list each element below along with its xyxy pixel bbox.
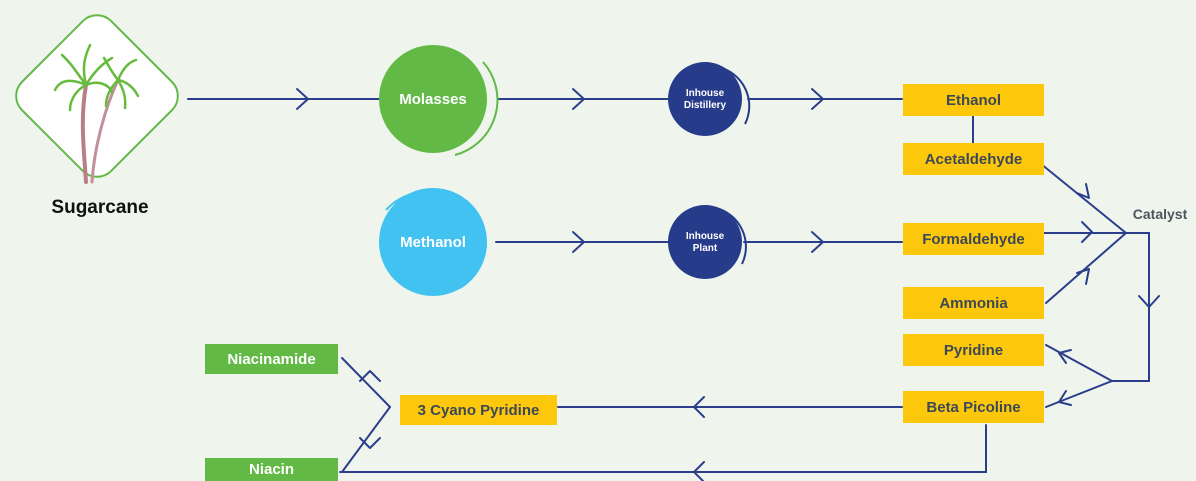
ammonia-box: Ammonia (903, 287, 1044, 319)
ethanol-box: Ethanol (903, 84, 1044, 116)
formaldehyde-box: Formaldehyde (903, 223, 1044, 255)
distillery-node (668, 62, 751, 136)
sugarcane-label: Sugarcane (51, 197, 149, 218)
methanol-label: Methanol (400, 233, 466, 251)
arrowheads (296, 88, 1160, 481)
cyano-pyridine-box: 3 Cyano Pyridine (400, 395, 557, 425)
plant-node (668, 205, 747, 279)
sugarcane-node (15, 14, 179, 184)
acetaldehyde-box: Acetaldehyde (903, 143, 1044, 175)
catalyst-label: Catalyst (1132, 206, 1188, 222)
pyridine-box: Pyridine (903, 334, 1044, 366)
methanol-node (379, 188, 487, 296)
molasses-node (379, 45, 499, 156)
sugarcane-plant-icon (53, 43, 140, 184)
plant-label: Inhouse Plant (685, 231, 725, 254)
niacinamide-box: Niacinamide (205, 344, 338, 374)
niacin-box: Niacin (205, 458, 338, 481)
distillery-label: Inhouse Distillery (683, 88, 727, 111)
molasses-label: Molasses (399, 90, 467, 108)
beta-picoline-box: Beta Picoline (903, 391, 1044, 423)
